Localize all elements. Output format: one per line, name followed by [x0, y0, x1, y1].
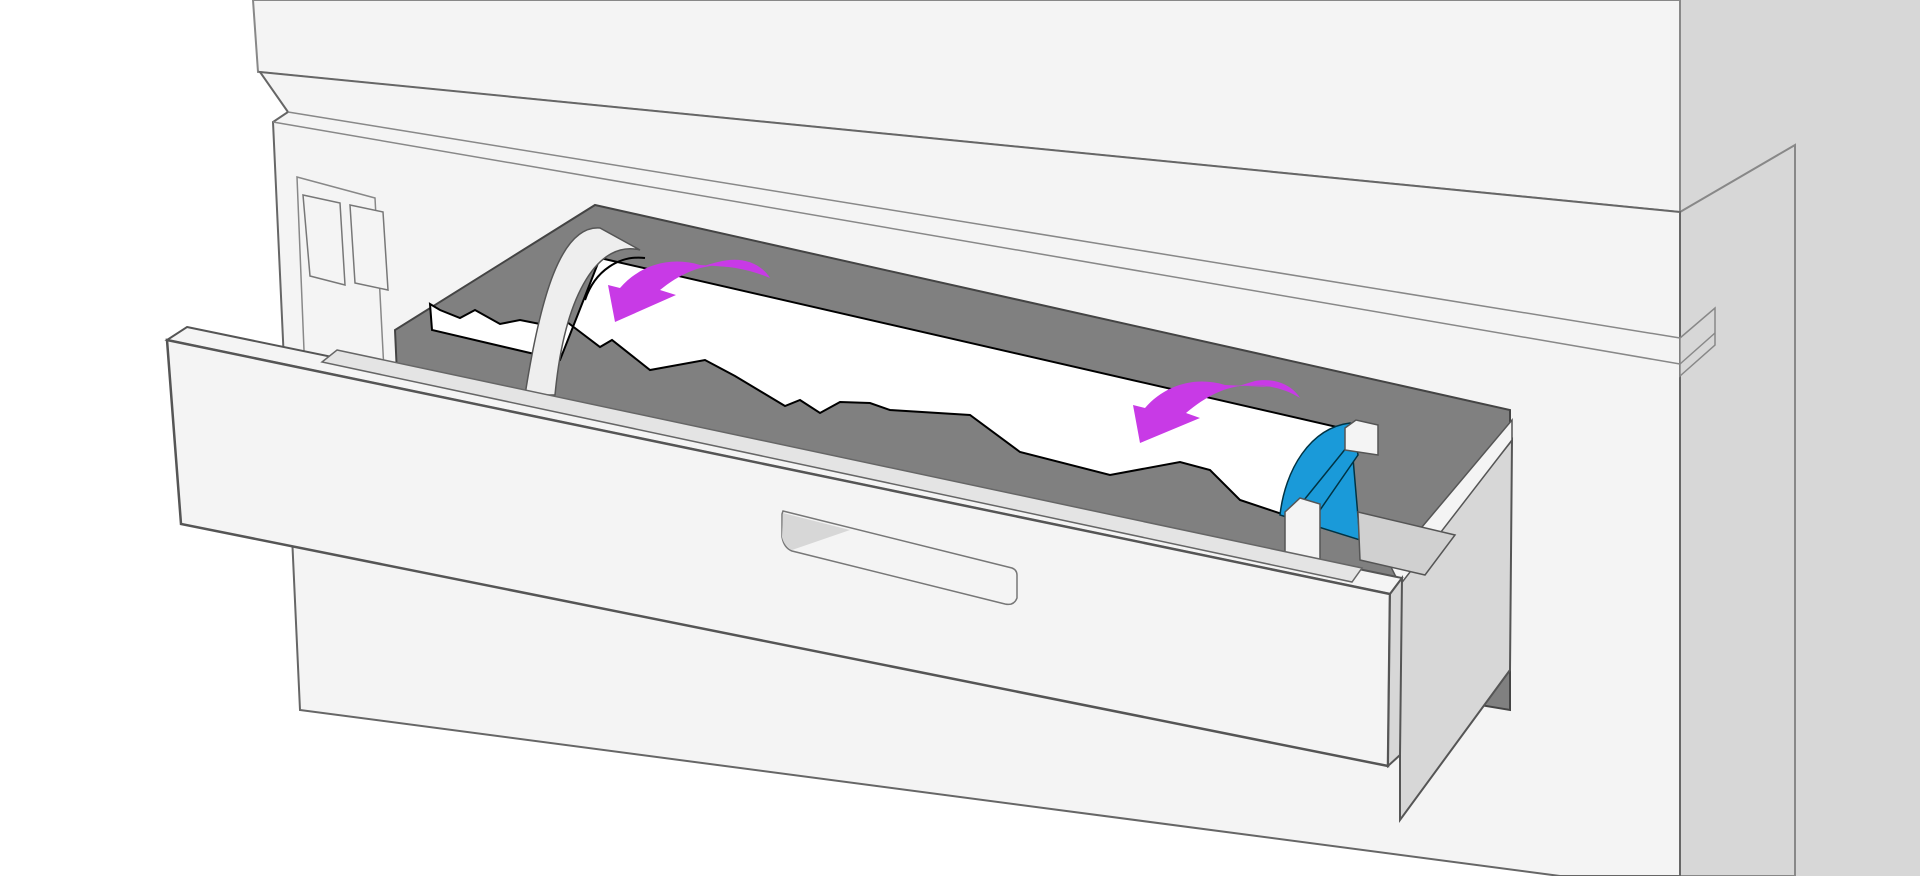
- body-seam: [272, 121, 1681, 365]
- rotate-arrow-icon: [1133, 380, 1300, 443]
- drawer-handle-recess: [782, 513, 850, 550]
- drawer-front-edge: [1386, 574, 1404, 769]
- rotate-arrow-icon: [608, 259, 770, 322]
- roll-core-left: [524, 227, 641, 396]
- paper-roll: [428, 256, 1352, 522]
- drawer-handle[interactable]: [781, 510, 1018, 606]
- spindle-clip: [1284, 497, 1321, 561]
- drawer-lip-strip: [320, 349, 1364, 583]
- drawer-inner-shelf: [1357, 511, 1457, 576]
- roll-end-left: [584, 256, 646, 301]
- body-seam: [287, 111, 1681, 339]
- printer-side-face: [1679, 143, 1796, 876]
- slot: [349, 204, 389, 291]
- printer-edge: [1679, 332, 1716, 365]
- spindle-clip: [1344, 419, 1379, 456]
- slot: [302, 194, 346, 286]
